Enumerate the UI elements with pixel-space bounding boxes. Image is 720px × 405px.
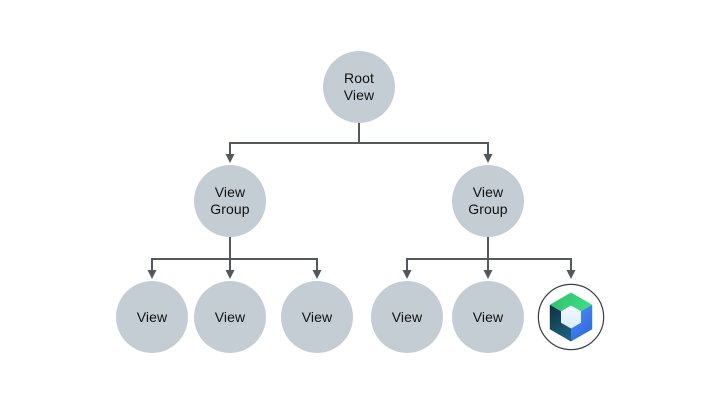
node-root-view: Root View — [323, 51, 395, 123]
node-compose-leaf — [537, 283, 605, 351]
node-view-left-2: View — [194, 281, 266, 353]
node-label: View Group — [468, 184, 508, 217]
jetpack-compose-icon — [537, 283, 605, 351]
node-view-right-1: View — [371, 281, 443, 353]
node-label: View — [214, 308, 246, 325]
arrowhead-view-r1 — [402, 270, 412, 279]
arrowhead-compose — [566, 270, 576, 279]
node-label: View — [472, 308, 504, 325]
connector-root-to-groups — [229, 142, 489, 155]
connector-group-right-to-views — [406, 258, 572, 271]
node-view-left-3: View — [281, 281, 353, 353]
node-label: View — [301, 308, 333, 325]
node-view-group-right: View Group — [452, 165, 524, 237]
connector-group-left-to-views — [151, 258, 318, 271]
node-label: View — [391, 308, 423, 325]
arrowhead-view-l3 — [312, 270, 322, 279]
node-view-group-left: View Group — [194, 165, 266, 237]
node-label: Root View — [343, 70, 375, 103]
node-label: View Group — [210, 184, 250, 217]
arrowhead-view-r2 — [483, 270, 493, 279]
arrowhead-group-right — [483, 154, 493, 163]
node-view-left-1: View — [116, 281, 188, 353]
node-label: View — [136, 308, 168, 325]
node-view-right-2: View — [452, 281, 524, 353]
arrowhead-view-l2 — [225, 270, 235, 279]
arrowhead-group-left — [225, 154, 235, 163]
arrowhead-view-l1 — [147, 270, 157, 279]
